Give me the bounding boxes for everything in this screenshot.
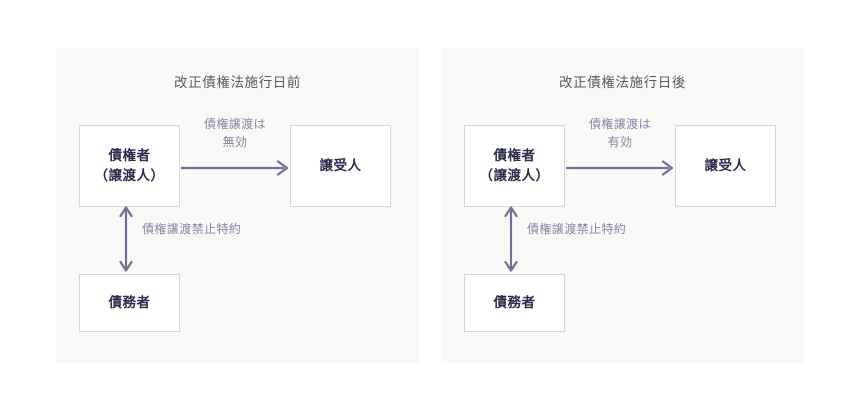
node-assignee-label-before: 譲受人: [319, 158, 362, 174]
edge-label-assignment-before: 債権譲渡は 無効: [181, 115, 289, 151]
node-assignee-before: 譲受人: [290, 125, 391, 207]
panel-title-after: 改正債権法施行日後: [559, 75, 686, 90]
node-creditor-line1-before: 債権者: [108, 148, 151, 164]
node-creditor-before: 債権者 （譲渡人）: [79, 125, 180, 207]
panel-before: 改正債権法施行日前 債権者 （譲渡人） 譲受人 債務者 債権譲渡は 無効: [56, 48, 419, 363]
edge-label-covenant-before: 債権譲渡禁止特約: [142, 222, 242, 236]
node-assignee-label-after: 譲受人: [704, 158, 747, 174]
panel-title-before: 改正債権法施行日前: [174, 75, 301, 90]
edge-label-assignment-after: 債権譲渡は 有効: [566, 115, 674, 151]
node-debtor-label-before: 債務者: [108, 295, 151, 311]
node-creditor-line2-before: （譲渡人）: [94, 168, 165, 183]
edge-label-assignment-line1-before: 債権譲渡は: [203, 117, 266, 131]
arrow-creditor-to-assignee-after: [566, 160, 675, 176]
node-debtor-label-after: 債務者: [493, 295, 536, 311]
panel-after: 改正債権法施行日後 債権者 （譲渡人） 譲受人 債務者 債権譲渡は 有効: [441, 48, 804, 363]
edge-label-assignment-line2-before: 無効: [222, 135, 248, 149]
node-creditor-label-before: 債権者 （譲渡人）: [95, 146, 165, 185]
node-creditor-after: 債権者 （譲渡人）: [464, 125, 565, 207]
node-assignee-after: 譲受人: [675, 125, 776, 207]
arrow-creditor-debtor-bidirectional-after: [503, 206, 519, 272]
arrow-creditor-debtor-bidirectional-before: [118, 206, 134, 272]
edge-label-covenant-after: 債権譲渡禁止特約: [527, 222, 627, 236]
node-creditor-line1-after: 債権者: [493, 148, 536, 164]
edge-label-assignment-line1-after: 債権譲渡は: [588, 117, 651, 131]
node-creditor-label-after: 債権者 （譲渡人）: [480, 146, 550, 185]
arrow-creditor-to-assignee-before: [181, 160, 290, 176]
node-debtor-before: 債務者: [79, 274, 180, 332]
node-debtor-after: 債務者: [464, 274, 565, 332]
edge-label-assignment-line2-after: 有効: [607, 135, 633, 149]
node-creditor-line2-after: （譲渡人）: [479, 168, 550, 183]
